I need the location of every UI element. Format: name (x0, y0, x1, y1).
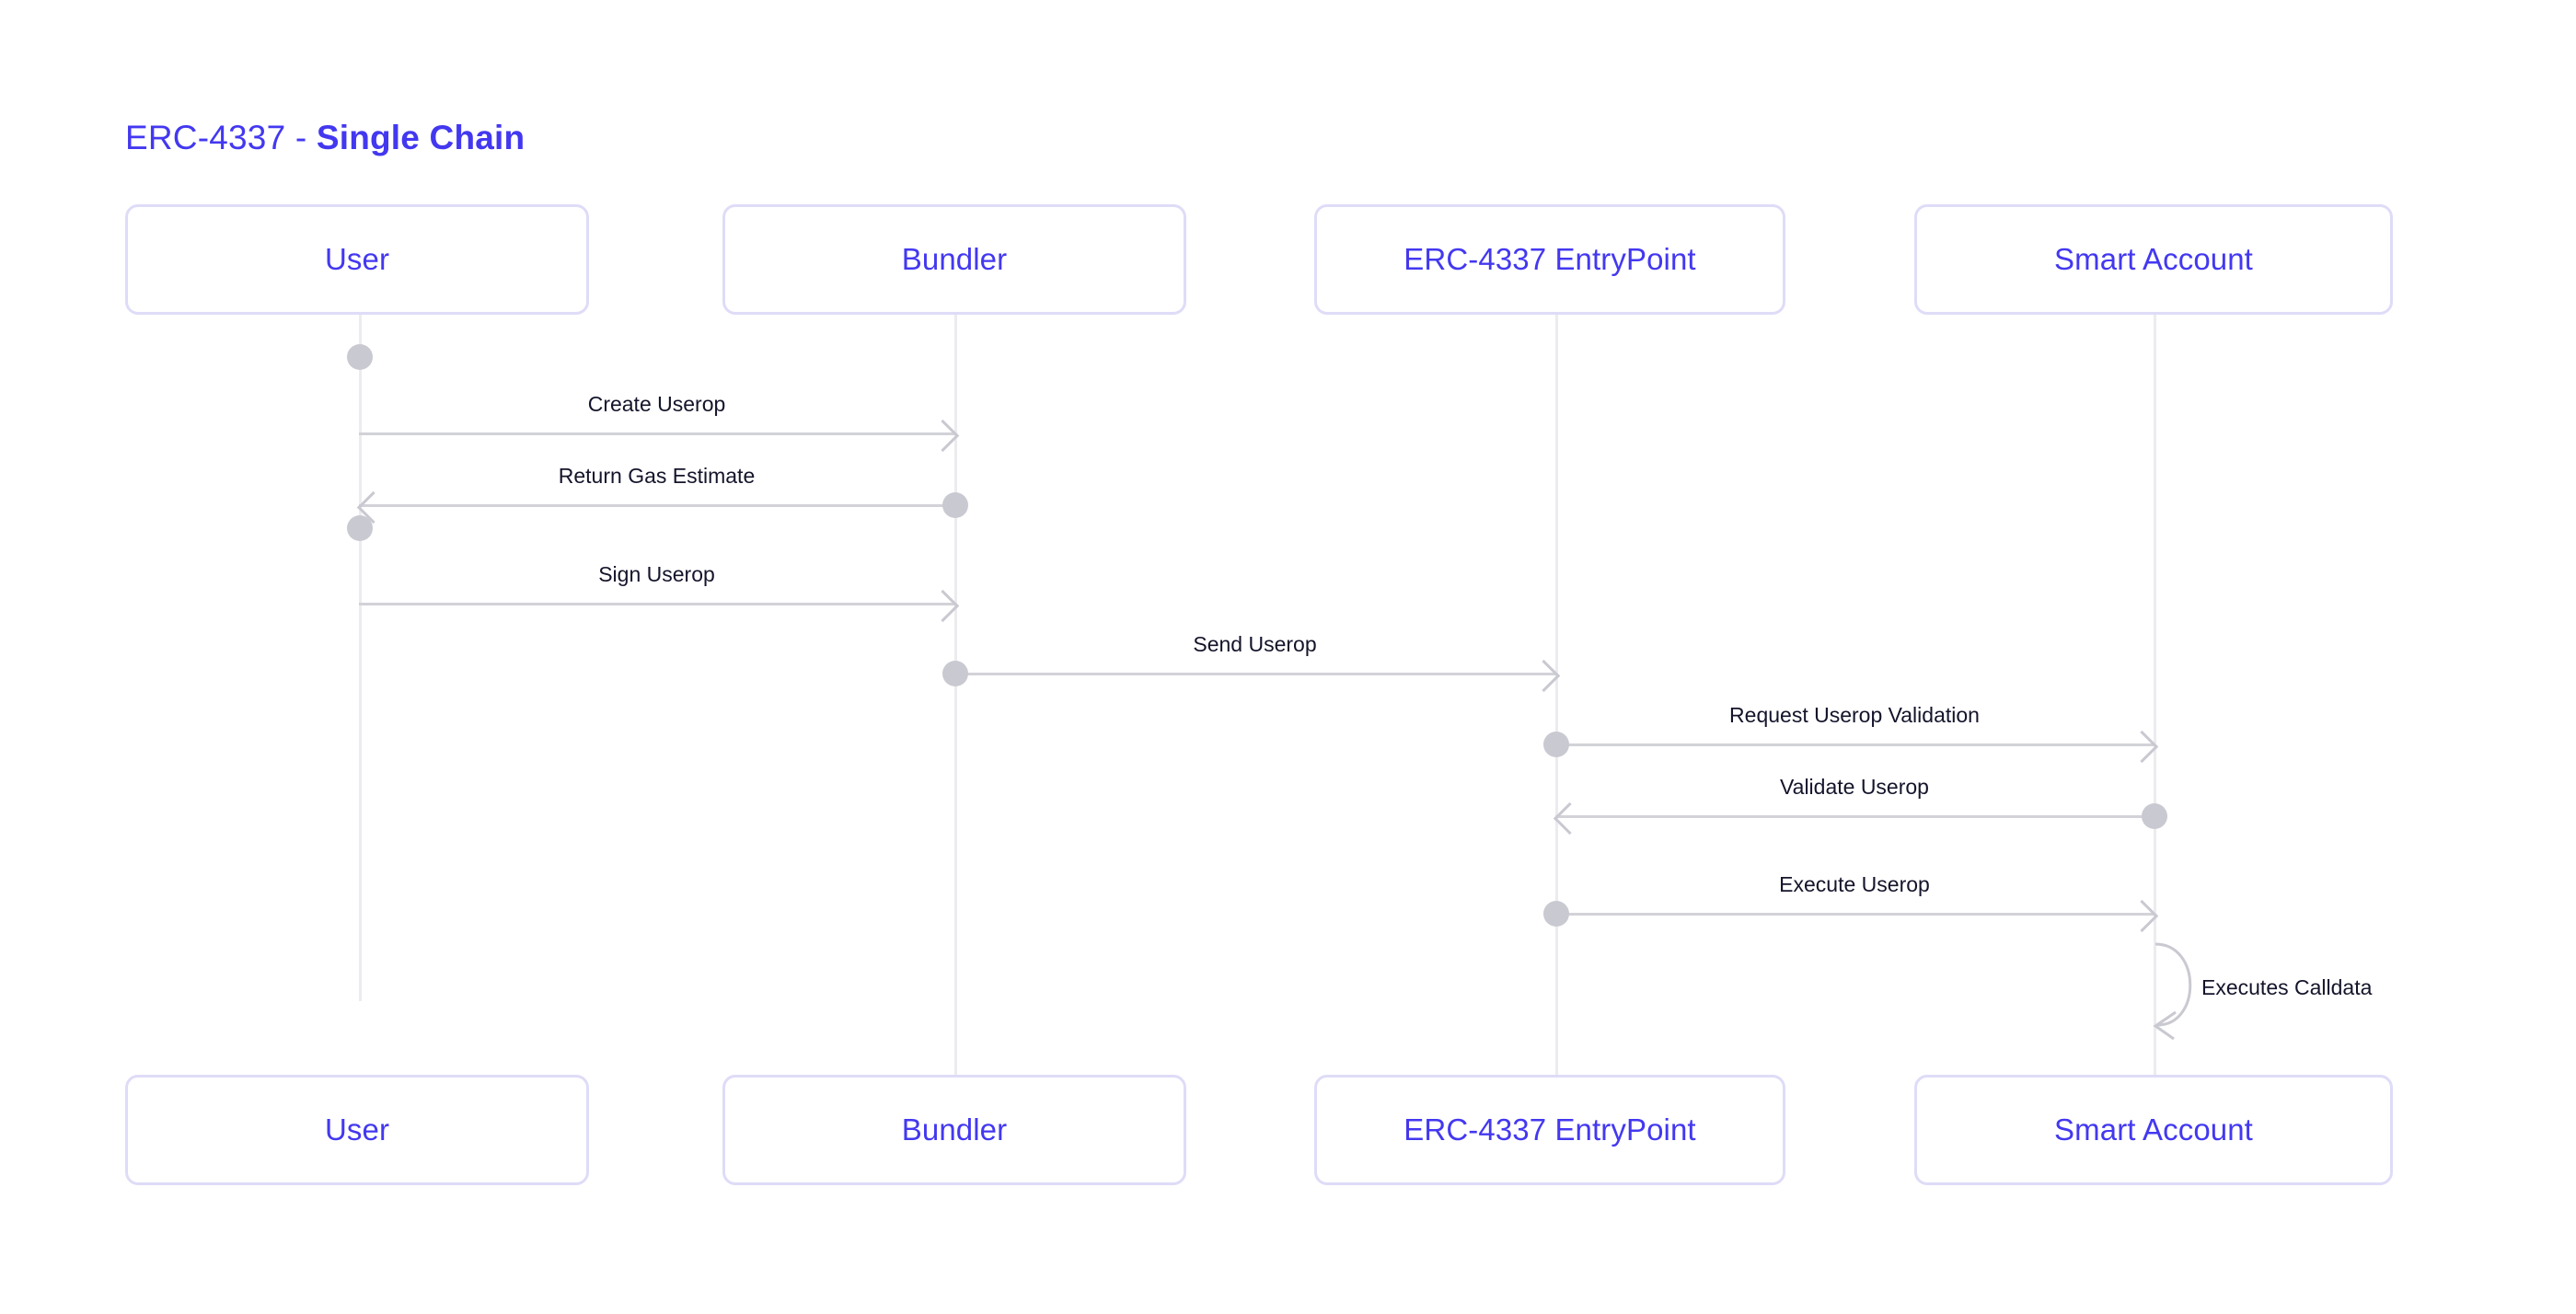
message-origin-dot (942, 661, 968, 686)
title-emphasis: Single Chain (316, 119, 526, 156)
message-origin-dot (942, 492, 968, 518)
participant-box-bundler-top[interactable]: Bundler (722, 204, 1186, 315)
message-line (359, 504, 954, 507)
self-message-loop-smartaccount (2153, 942, 2192, 1041)
message-label-request-userop-validation: Request Userop Validation (1729, 703, 1980, 727)
message-line (1555, 743, 2154, 746)
message-line (1555, 815, 2154, 818)
message-label-create-userop: Create Userop (587, 392, 726, 416)
arrow-head-left-icon (1553, 801, 1587, 836)
participant-label-smartaccount-bottom: Smart Account (2054, 1112, 2253, 1147)
participant-label-bundler-top: Bundler (901, 242, 1008, 276)
participant-label-bundler-bottom: Bundler (901, 1112, 1008, 1147)
message-origin-dot (2142, 803, 2167, 829)
participant-box-smartaccount-bottom[interactable]: Smart Account (1914, 1075, 2393, 1185)
message-line (359, 603, 954, 605)
message-label-send-userop: Send Userop (1193, 632, 1317, 656)
lifeline-user (359, 315, 362, 1001)
participant-box-smartaccount-top[interactable]: Smart Account (1914, 204, 2393, 315)
participant-label-user-top: User (324, 242, 390, 276)
message-label-execute-userop: Execute Userop (1779, 872, 1930, 896)
lifeline-smartaccount (2154, 315, 2156, 1075)
participant-box-bundler-bottom[interactable]: Bundler (722, 1075, 1186, 1185)
participant-label-smartaccount-top: Smart Account (2054, 242, 2253, 276)
participant-box-user-top[interactable]: User (125, 204, 589, 315)
message-label-return-gas-estimate: Return Gas Estimate (558, 464, 756, 488)
lifeline-activation-dot-user-return (347, 515, 373, 541)
self-loop-arrow-head-icon (2153, 1010, 2177, 1041)
participant-box-entrypoint-bottom[interactable]: ERC-4337 EntryPoint (1314, 1075, 1785, 1185)
message-label-executes-calldata: Executes Calldata (2201, 975, 2373, 999)
page-title: ERC-4337 - Single Chain (125, 118, 525, 158)
message-label-sign-userop: Sign Userop (598, 562, 715, 586)
message-line (359, 432, 954, 435)
message-origin-dot (1543, 732, 1569, 757)
participant-label-entrypoint-top: ERC-4337 EntryPoint (1404, 242, 1696, 276)
message-line (954, 673, 1555, 675)
participant-label-entrypoint-bottom: ERC-4337 EntryPoint (1404, 1112, 1696, 1147)
message-label-validate-userop: Validate Userop (1780, 775, 1929, 799)
message-line (1555, 913, 2154, 916)
lifeline-bundler (954, 315, 957, 1075)
lifeline-activation-dot-user-start (347, 344, 373, 370)
participant-box-entrypoint-top[interactable]: ERC-4337 EntryPoint (1314, 204, 1785, 315)
title-prefix: ERC-4337 - (125, 119, 317, 156)
participant-label-user-bottom: User (324, 1112, 390, 1147)
self-loop-path (2154, 942, 2192, 1027)
message-origin-dot (1543, 901, 1569, 927)
participant-box-user-bottom[interactable]: User (125, 1075, 589, 1185)
lifeline-entrypoint (1555, 315, 1558, 1075)
